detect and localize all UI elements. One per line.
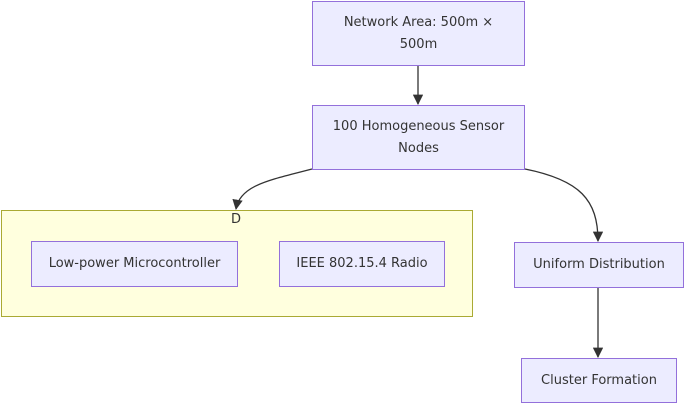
edge-sensors-to-uniform [524,168,604,243]
node-radio[interactable]: IEEE 802.15.4 Radio [279,241,445,287]
edge-sensors-to-group [232,168,313,211]
node-cluster-formation[interactable]: Cluster Formation [521,358,677,403]
node-microcontroller-label: Low-power Microcontroller [48,256,221,271]
node-sensor-nodes[interactable]: 100 Homogeneous Sensor Nodes [312,105,525,170]
node-sensor-nodes-line1: 100 Homogeneous Sensor [332,118,505,134]
node-uniform-distribution[interactable]: Uniform Distribution [514,242,684,288]
node-uniform-distribution-label: Uniform Distribution [533,257,665,272]
group-d-label: D [230,212,241,227]
node-network-area-line1: Network Area: 500m × [343,14,494,30]
node-sensor-nodes-line2: Nodes [398,140,439,156]
node-microcontroller[interactable]: Low-power Microcontroller [31,241,238,287]
node-radio-label: IEEE 802.15.4 Radio [296,256,428,271]
node-cluster-formation-label: Cluster Formation [541,372,657,388]
node-network-area-line2: 500m [399,36,438,52]
node-network-area[interactable]: Network Area: 500m × 500m [312,1,525,66]
